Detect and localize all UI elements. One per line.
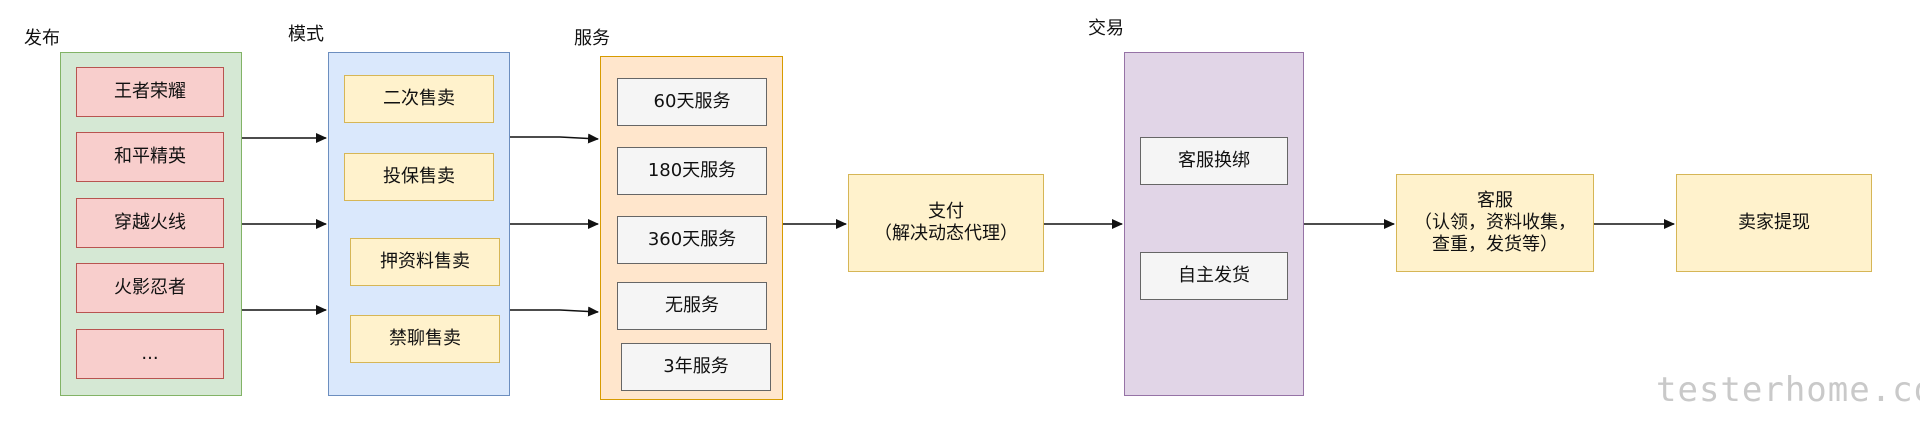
service-section-label: 服务 bbox=[574, 28, 610, 49]
mode-section-label: 模式 bbox=[288, 24, 324, 45]
publish-item[interactable]: ... bbox=[76, 329, 224, 379]
service-item[interactable]: 无服务 bbox=[617, 282, 767, 330]
mode-item[interactable]: 二次售卖 bbox=[344, 75, 494, 123]
payment-title: 支付 bbox=[928, 201, 964, 222]
service-item[interactable]: 360天服务 bbox=[617, 216, 767, 264]
publish-item[interactable]: 和平精英 bbox=[76, 132, 224, 182]
watermark-text: testerhome.com bbox=[1656, 370, 1920, 410]
publish-item[interactable]: 穿越火线 bbox=[76, 198, 224, 248]
customer-service-title: 客服 bbox=[1477, 190, 1513, 211]
publish-item[interactable]: 火影忍者 bbox=[76, 263, 224, 313]
seller-withdraw-box[interactable]: 卖家提现 bbox=[1676, 174, 1872, 272]
trade-item[interactable]: 客服换绑 bbox=[1140, 137, 1288, 185]
publish-item[interactable]: 王者荣耀 bbox=[76, 67, 224, 117]
publish-section-label: 发布 bbox=[24, 28, 60, 49]
mode-item[interactable]: 投保售卖 bbox=[344, 153, 494, 201]
service-item[interactable]: 3年服务 bbox=[621, 343, 771, 391]
customer-service-box[interactable]: 客服 （认领，资料收集， 查重，发货等） bbox=[1396, 174, 1594, 272]
arrow-mode-to-service bbox=[510, 133, 599, 144]
service-item[interactable]: 180天服务 bbox=[617, 147, 767, 195]
trade-group bbox=[1124, 52, 1304, 396]
customer-service-detail-line1: （认领，资料收集， bbox=[1414, 212, 1576, 233]
seller-withdraw-title: 卖家提现 bbox=[1738, 212, 1810, 233]
payment-box[interactable]: 支付 （解决动态代理） bbox=[848, 174, 1044, 272]
arrow-mode-to-service bbox=[510, 306, 599, 317]
mode-item[interactable]: 禁聊售卖 bbox=[350, 315, 500, 363]
payment-subtitle: （解决动态代理） bbox=[874, 223, 1018, 244]
service-item[interactable]: 60天服务 bbox=[617, 78, 767, 126]
trade-item[interactable]: 自主发货 bbox=[1140, 252, 1288, 300]
trade-section-label: 交易 bbox=[1088, 18, 1124, 39]
mode-item[interactable]: 押资料售卖 bbox=[350, 238, 500, 286]
customer-service-detail-line2: 查重，发货等） bbox=[1432, 234, 1558, 255]
